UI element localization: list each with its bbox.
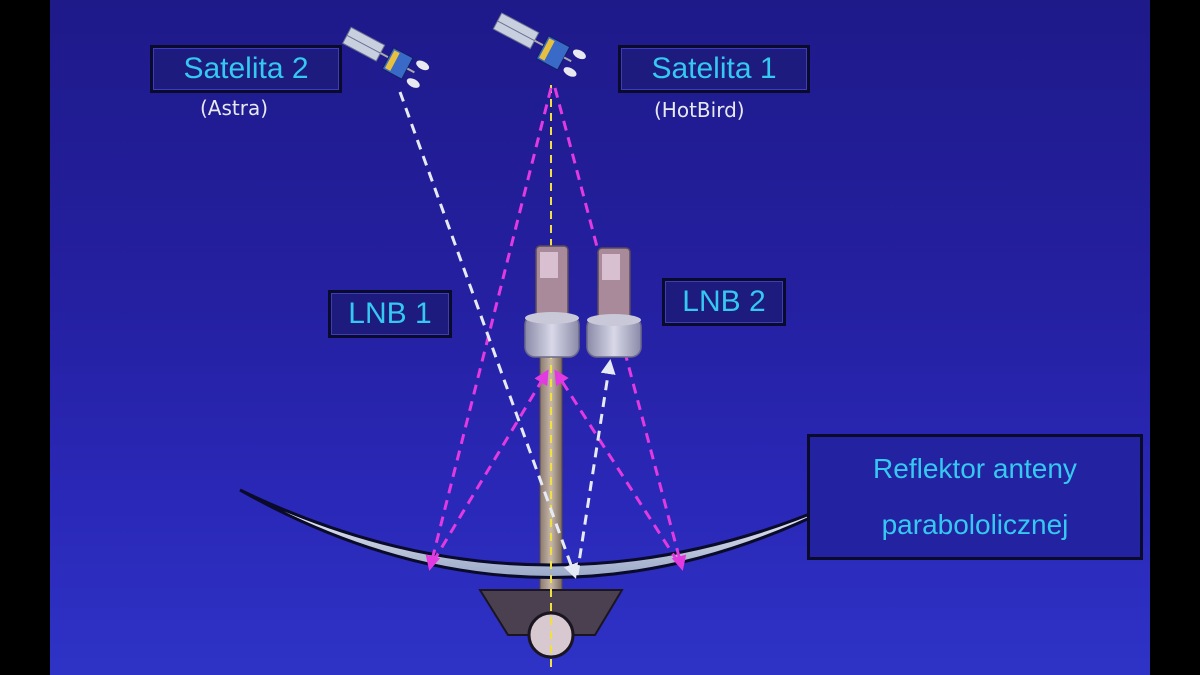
satellite-1-title: Satelita 1 — [651, 52, 777, 85]
reflector-label: Reflektor anteny parabololicznej — [807, 434, 1143, 560]
hotbird-signal-rays — [425, 87, 687, 571]
antenna-diagram — [239, 12, 866, 670]
letterbox-left — [0, 0, 50, 675]
lnb-2-label: LNB 2 — [662, 278, 786, 326]
reflector-label-line-2: parabololicznej — [881, 509, 1069, 540]
satellite-icon — [492, 12, 586, 77]
slide: Satelita 2 (Astra) Satelita 1 (HotBird) … — [50, 0, 1150, 675]
lnb-1-title: LNB 1 — [348, 297, 432, 330]
astra-signal-rays — [398, 91, 616, 579]
satellite-1-subtitle: (HotBird) — [654, 98, 745, 122]
lnb-1-label: LNB 1 — [328, 290, 452, 338]
lnb-icon — [524, 245, 580, 358]
letterbox-right — [1150, 0, 1200, 675]
lnb-2-title: LNB 2 — [682, 285, 766, 318]
satellite-1-label: Satelita 1 — [618, 45, 810, 93]
reflector-label-line-1: Reflektor anteny — [873, 453, 1077, 484]
lnb-icon — [586, 247, 642, 358]
satellite-2-title: Satelita 2 — [183, 52, 309, 85]
satellite-icon — [342, 26, 430, 88]
dish-mount — [478, 589, 624, 659]
satellite-2-subtitle: (Astra) — [200, 96, 269, 120]
satellite-2-label: Satelita 2 — [150, 45, 342, 93]
